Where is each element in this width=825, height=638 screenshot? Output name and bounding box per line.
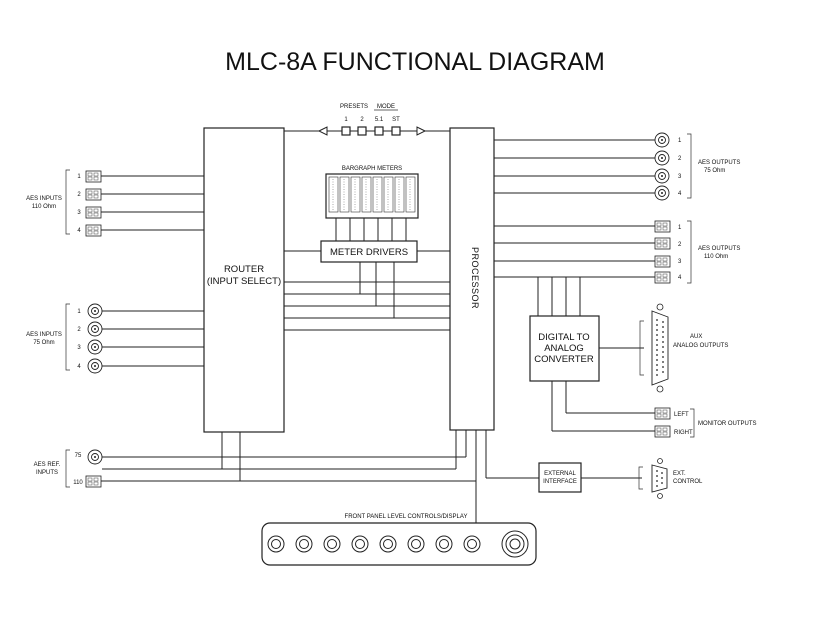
- aes-in110-sublabel: 110 Ohm: [32, 204, 56, 210]
- xlr-connector-icon: [654, 407, 671, 420]
- mode-st-button: [391, 126, 401, 136]
- aes-out110-label: AES OUTPUTS: [698, 246, 740, 252]
- aes-ref-110-label: 110: [73, 480, 83, 486]
- meter-drivers-label: METER DRIVERS: [330, 247, 408, 258]
- xlr-connector-icon: [85, 475, 102, 488]
- mode-51-label: 5.1: [375, 117, 384, 123]
- aes-out110-num-2: 2: [678, 242, 682, 248]
- ext-interface-label-1: EXTERNAL: [544, 471, 576, 477]
- router-sublabel: (INPUT SELECT): [207, 276, 281, 287]
- front-panel-block: [261, 522, 537, 566]
- aes-in110-num-4: 4: [77, 228, 81, 234]
- xlr-connector-icon: [85, 188, 102, 201]
- preset-1-button: [341, 126, 351, 136]
- aes-in110-label: AES INPUTS: [26, 196, 62, 202]
- front-panel: FRONT PANEL LEVEL CONTROLS/DISPLAY: [261, 481, 537, 566]
- aes-in110-num-2: 2: [77, 192, 81, 198]
- aes-out75-num-1: 1: [678, 138, 682, 144]
- xlr-connector-icon: [654, 220, 671, 233]
- monitor-left-label: LEFT: [674, 412, 689, 418]
- aes-inputs-110: 1 2 3 4 AES INPUTS 110 Ohm: [26, 169, 204, 237]
- router-label: ROUTER: [224, 264, 264, 275]
- aes-out75-num-4: 4: [678, 191, 682, 197]
- diagram-title: MLC-8A FUNCTIONAL DIAGRAM: [225, 48, 605, 76]
- dac-label-2: ANALOG: [544, 343, 584, 354]
- preset-1-label: 1: [344, 117, 348, 123]
- db25-connector-icon: [651, 310, 669, 386]
- aes-ref-75-label: 75: [75, 453, 82, 459]
- aes-in110-num-3: 3: [77, 210, 81, 216]
- aux-analog-outputs: AUX ANALOG OUTPUTS: [639, 303, 728, 393]
- aux-label: AUX: [690, 334, 702, 340]
- presets-mode-strip: PRESETS MODE 1 2 5.1 ST: [284, 104, 450, 136]
- ext-control-sublabel: CONTROL: [673, 479, 703, 485]
- mode-label: MODE: [377, 104, 395, 110]
- monitor-outputs: LEFT RIGHT MONITOR OUTPUTS: [654, 407, 757, 438]
- mode-st-label: ST: [392, 117, 400, 123]
- aes-inputs-75: 1 2 3 4 AES INPUTS 75 Ohm: [26, 303, 204, 374]
- aux-sublabel: ANALOG OUTPUTS: [673, 343, 728, 349]
- dac-label-3: CONVERTER: [534, 354, 594, 365]
- xlr-connector-icon: [85, 170, 102, 183]
- xlr-connector-icon: [654, 255, 671, 268]
- aes-out110-num-1: 1: [678, 225, 682, 231]
- xlr-connector-icon: [654, 271, 671, 284]
- processor-block: [449, 127, 495, 431]
- aes-ref-inputs: 75 110 AES REF. INPUTS: [34, 430, 477, 488]
- xlr-connector-icon: [654, 237, 671, 250]
- ext-control: EXT. CONTROL: [638, 458, 703, 499]
- front-panel-label: FRONT PANEL LEVEL CONTROLS/DISPLAY: [345, 514, 468, 520]
- aes-out110-num-4: 4: [678, 275, 682, 281]
- aes-ref-label: AES REF.: [34, 462, 61, 468]
- preset-2-button: [357, 126, 367, 136]
- aes-in75-sublabel: 75 Ohm: [33, 340, 54, 346]
- aes-outputs-75: 1 2 3 4 AES OUTPUTS 75 Ohm: [494, 132, 740, 201]
- aes-out75-sublabel: 75 Ohm: [704, 168, 725, 174]
- presets-label: PRESETS: [340, 104, 368, 110]
- xlr-connector-icon: [85, 206, 102, 219]
- bargraph-label: BARGRAPH METERS: [342, 166, 402, 172]
- external-interface-block: [538, 462, 582, 493]
- db9-connector-icon: [651, 464, 668, 493]
- aes-in75-num-4: 4: [77, 364, 81, 370]
- aes-out75-label: AES OUTPUTS: [698, 160, 740, 166]
- processor-label: PROCESSOR: [470, 247, 480, 309]
- aes-in75-label: AES INPUTS: [26, 332, 62, 338]
- aes-in110-num-1: 1: [77, 174, 81, 180]
- dac-label-1: DIGITAL TO: [538, 332, 589, 343]
- xlr-connector-icon: [85, 224, 102, 237]
- bargraph-meters: BARGRAPH METERS: [325, 166, 419, 219]
- aes-outputs-110: 1 2 3 4 AES OUTPUTS 110 Ohm: [494, 220, 740, 284]
- xlr-connector-icon: [654, 425, 671, 438]
- monitor-right-label: RIGHT: [674, 430, 693, 436]
- preset-2-label: 2: [360, 117, 364, 123]
- monitor-outputs-label: MONITOR OUTPUTS: [698, 421, 757, 427]
- aes-in75-num-3: 3: [77, 345, 81, 351]
- aes-out75-num-2: 2: [678, 156, 682, 162]
- mode-51-button: [374, 126, 384, 136]
- aes-out75-num-3: 3: [678, 174, 682, 180]
- ext-interface-label-2: INTERFACE: [543, 479, 577, 485]
- aes-ref-sublabel: INPUTS: [36, 470, 58, 476]
- router-block: [203, 127, 285, 433]
- ext-control-label: EXT.: [673, 471, 686, 477]
- aes-out110-sublabel: 110 Ohm: [704, 254, 728, 260]
- aes-in75-num-1: 1: [77, 309, 81, 315]
- aes-out110-num-3: 3: [678, 259, 682, 265]
- aes-in75-num-2: 2: [77, 327, 81, 333]
